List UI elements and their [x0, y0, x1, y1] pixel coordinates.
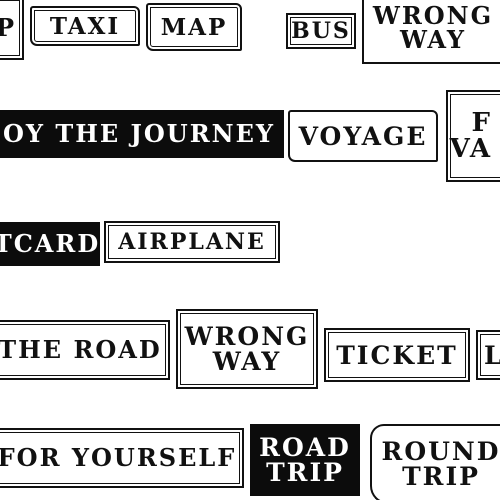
label-road-trip: ROAD TRIP — [250, 424, 360, 496]
label-text: WAY — [212, 347, 282, 376]
label-text: P — [0, 13, 16, 42]
label-text: OY THE JOURNEY — [2, 119, 276, 148]
label-text: VOYAGE — [298, 121, 428, 151]
label-for-yourself-partial: FOR YOURSELF — [0, 428, 244, 488]
label-wrong-way-top: WRONG WAY — [362, 0, 500, 64]
label-map: MAP — [146, 3, 242, 51]
label-text: TAXI — [49, 12, 121, 40]
label-bus: BUS — [286, 13, 356, 49]
label-text: L — [484, 340, 500, 370]
label-text: MAP — [160, 13, 228, 41]
label-on-the-road-partial: THE ROAD — [0, 320, 170, 380]
label-text: ROAD — [259, 433, 351, 462]
label-text: THE ROAD — [0, 335, 162, 364]
label-text: WAY — [400, 25, 466, 54]
label-text: WRONG — [372, 1, 494, 30]
label-text: ROUND — [381, 437, 500, 466]
label-postcard-partial: TCARD — [0, 222, 100, 266]
label-text: F — [471, 108, 492, 138]
label-text: AIRPLANE — [118, 229, 266, 255]
label-text: TRIP — [266, 458, 344, 487]
label-round-trip: ROUND TRIP — [370, 424, 500, 500]
label-text: TRIP — [402, 462, 480, 491]
label-ticket: TICKET — [324, 328, 470, 382]
label-voyage: VOYAGE — [288, 110, 438, 162]
label-enjoy-the-journey-partial: OY THE JOURNEY — [0, 110, 284, 158]
label-airplane: AIRPLANE — [104, 221, 280, 263]
label-text: TCARD — [0, 229, 101, 258]
label-text: FOR YOURSELF — [0, 443, 237, 472]
label-text: BUS — [291, 18, 351, 44]
label-p-partial: P — [0, 0, 24, 60]
label-text: WRONG — [184, 322, 310, 351]
label-wrong-way-mid: WRONG WAY — [176, 309, 318, 389]
label-text: VA — [449, 134, 492, 164]
label-text: TICKET — [336, 340, 458, 370]
label-right-edge-partial: L — [476, 330, 500, 380]
label-taxi: TAXI — [30, 6, 140, 46]
label-vacation-partial: F VA — [446, 90, 500, 182]
